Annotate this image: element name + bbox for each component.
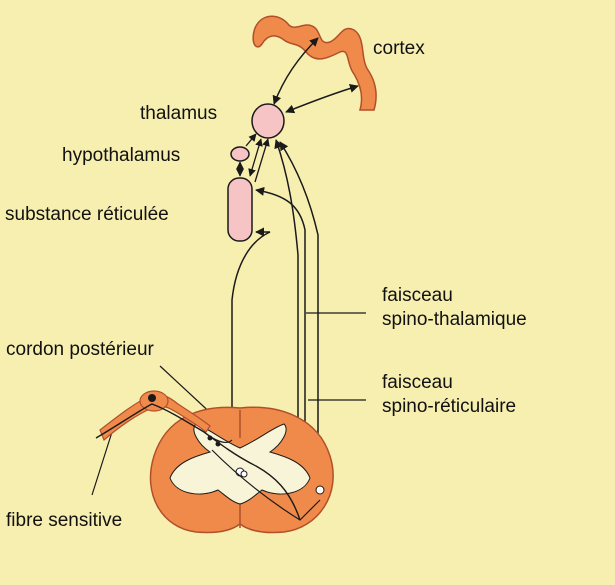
label-faisceau-spino-reticulaire-line2: spino-réticulaire: [382, 396, 517, 417]
thalamus-shape: [251, 103, 285, 139]
cortex-thalamus-arrow-1: [272, 37, 319, 105]
synapse-1: [207, 435, 213, 441]
reticulee-thalamus-arrow-2: [254, 138, 270, 183]
ganglion-cell-body: [148, 394, 156, 402]
fibre-sensitive-leader: [91, 431, 113, 496]
label-faisceau-spino-thalamique-line2: spino-thalamique: [382, 309, 527, 330]
spino-reticulaire-tract: [255, 186, 306, 510]
cortex-shape: [252, 15, 377, 111]
hypothalamus-shape: [230, 146, 250, 162]
sensory-fibre-branch: [203, 431, 233, 444]
label-substance-reticulee: substance réticulée: [5, 204, 169, 225]
cordon-posterieur-tract: [231, 227, 271, 440]
reticulee-thalamus-arrow-1: [248, 138, 263, 177]
label-faisceau-spino-reticulaire-line1: faisceau: [382, 372, 453, 393]
synapse-2: [215, 441, 221, 447]
spino-thalamique-tract-2: [279, 141, 319, 500]
label-cortex: cortex: [373, 38, 425, 59]
neuron-cell-2: [315, 485, 325, 495]
label-fibre-sensitive: fibre sensitive: [6, 510, 123, 531]
substance-reticulee-shape: [227, 177, 253, 242]
label-hypothalamus: hypothalamus: [62, 145, 181, 166]
hypothalamus-thalamus-arrow: [245, 133, 257, 147]
spino-thalamique-tract: [274, 139, 299, 520]
neuron-cell-1: [240, 470, 248, 478]
label-cordon-posterieur: cordon postérieur: [6, 339, 154, 360]
label-faisceau-spino-thalamique-line1: faisceau: [382, 285, 453, 306]
grey-matter: [169, 423, 311, 505]
label-thalamus: thalamus: [140, 103, 218, 124]
cortex-thalamus-arrow-2: [285, 84, 359, 114]
interneuron-fibre: [211, 449, 321, 521]
